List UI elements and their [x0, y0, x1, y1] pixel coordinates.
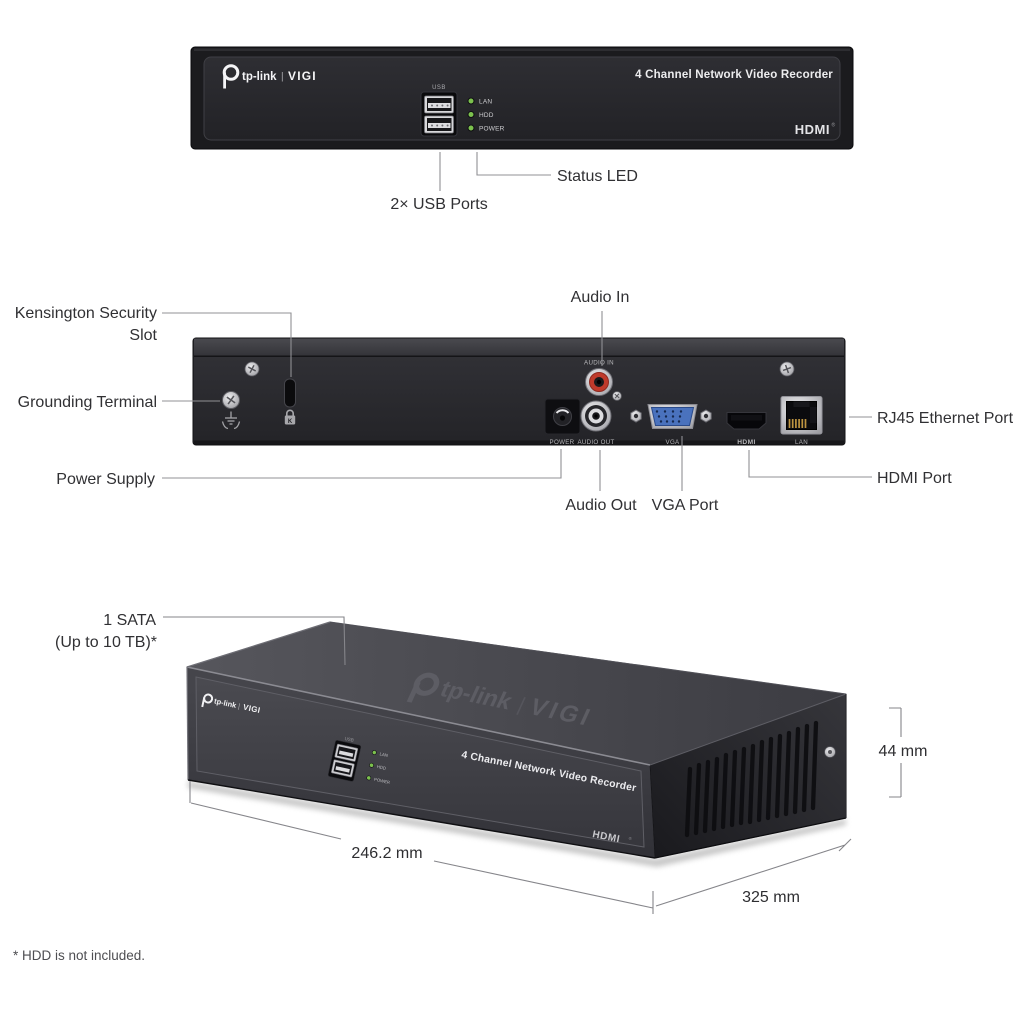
hdmi-port-label: HDMI	[737, 439, 755, 446]
front-face-panel	[203, 56, 841, 141]
front-bottom-edge	[187, 779, 656, 859]
side-bottom-edge	[654, 817, 847, 859]
kensington-slot: K	[284, 378, 296, 425]
sata-callout-line	[163, 616, 346, 666]
screw-icon	[244, 361, 260, 377]
front-view-section: tp-link | VIGI 4 Channel Network Video R…	[190, 46, 854, 213]
product-title: 4 Channel Network Video Recorder	[635, 69, 833, 81]
top-back-edge	[329, 621, 847, 695]
top-left-edge	[186, 621, 331, 668]
status-led-label: Status LED	[557, 168, 638, 185]
status-leds: LAN HDD POWER	[467, 97, 505, 132]
usb-port-bottom	[424, 115, 454, 134]
height-dimension: 44 mm	[879, 707, 928, 798]
rear-top-edge	[194, 338, 844, 356]
power-supply-label: Power Supply	[56, 471, 155, 488]
brand-sub: VIGI	[288, 69, 317, 83]
iso-view-section: tp-link | VIGI tp-link | VIGI USB LAN HD…	[55, 612, 928, 914]
usb-ports-label: 2× USB Ports	[390, 196, 487, 213]
iso-status-leds: LAN HDD POWER	[366, 750, 391, 785]
brand-separator: |	[281, 72, 284, 83]
sata-label-line1: 1 SATA	[103, 612, 156, 629]
vga-port-label: VGA	[666, 439, 681, 446]
usb-port-top	[424, 95, 454, 114]
rj45-label: RJ45 Ethernet Port	[877, 410, 1014, 427]
front-top-edge-highlight	[186, 666, 651, 766]
power-supply-callout-line	[162, 449, 562, 479]
rear-bottom-edge	[194, 440, 844, 445]
ground-icon	[221, 411, 241, 430]
rj45-pins	[788, 419, 807, 428]
front-chassis-top-bevel	[194, 48, 850, 51]
front-face-panel	[195, 676, 645, 848]
hdmi-port-callout-label: HDMI Port	[877, 470, 952, 487]
depth-dimension: 325 mm	[655, 838, 852, 907]
depth-dimension-label: 325 mm	[742, 889, 800, 906]
audio-out-label: Audio Out	[565, 497, 637, 514]
rear-top-seam	[194, 355, 844, 357]
lock-icon: K	[284, 409, 296, 425]
screw-icon	[612, 391, 622, 401]
audio-in-label: Audio In	[571, 289, 630, 306]
lan-port: LAN	[780, 396, 823, 446]
hdd-led-icon	[468, 112, 474, 117]
lan-led-icon	[468, 98, 474, 104]
audio-in-port: AUDIO IN	[584, 360, 614, 396]
hdmi-reg-mark: ®	[832, 122, 836, 129]
brand-name: tp-link	[242, 71, 277, 83]
iso-brand-separator: |	[237, 703, 240, 710]
power-port: POWER	[544, 398, 581, 446]
footnote: * HDD is not included.	[13, 948, 146, 963]
grounding-label: Grounding Terminal	[18, 394, 157, 411]
screw-icon	[824, 746, 836, 758]
front-left-edge	[186, 666, 189, 781]
front-device: tp-link | VIGI 4 Channel Network Video R…	[190, 46, 854, 150]
kensington-callout-line	[162, 312, 292, 377]
iso-device: tp-link | VIGI tp-link | VIGI USB LAN HD…	[185, 621, 847, 867]
tplink-logo-icon: tp-link | VIGI	[222, 64, 317, 89]
audio-out-port-label: AUDIO OUT	[577, 439, 614, 446]
power-port-label: POWER	[550, 439, 575, 446]
lock-k-label: K	[288, 419, 293, 425]
usb-label: USB	[432, 85, 446, 91]
iso-usb-label: USB	[344, 736, 354, 743]
iso-hdmi-reg-mark: ®	[628, 836, 632, 841]
audio-in-port-label: AUDIO IN	[584, 360, 614, 367]
top-right-edge	[649, 693, 847, 766]
iso-brand-sub: VIGI	[242, 703, 261, 715]
iso-power-led-label: POWER	[374, 777, 391, 785]
screw-icon	[779, 361, 795, 377]
iso-hdmi-logo: HDMI	[591, 829, 621, 845]
width-dimension: 246.2 mm	[189, 781, 654, 914]
kensington-label-line1: Kensington Security	[15, 305, 157, 322]
lan-port-label: LAN	[795, 439, 808, 446]
power-led-label: POWER	[479, 125, 505, 132]
hdmi-logo: HDMI ®	[795, 122, 836, 138]
kensington-label-line2: Slot	[129, 327, 157, 344]
status-led-callout-line	[476, 152, 551, 176]
iso-hdd-led-label: HDD	[376, 764, 386, 771]
hdmi-logo-text: HDMI	[795, 122, 830, 137]
audio-out-port: AUDIO OUT	[577, 400, 614, 446]
iso-usb-ports: USB	[327, 736, 362, 782]
rear-view-section: K AUDIO IN POWER AUDIO OUT	[15, 289, 1014, 514]
vga-port-callout-label: VGA Port	[652, 497, 719, 514]
hdmi-port: HDMI	[726, 412, 767, 446]
sata-label-line2: (Up to 10 TB)*	[55, 634, 157, 651]
vga-port: VGA	[630, 404, 712, 446]
grounding-terminal	[221, 391, 241, 430]
usb-ports: USB	[420, 85, 458, 137]
rear-device: K AUDIO IN POWER AUDIO OUT	[192, 337, 846, 446]
hdmi-port-callout-line	[748, 450, 872, 478]
iso-lan-led-label: LAN	[379, 751, 388, 758]
lan-led-label: LAN	[479, 98, 492, 105]
height-dimension-label: 44 mm	[879, 743, 928, 760]
side-vents	[684, 720, 819, 838]
hdd-led-label: HDD	[479, 112, 494, 119]
width-dimension-label: 246.2 mm	[351, 845, 422, 862]
power-led-icon	[468, 125, 474, 131]
